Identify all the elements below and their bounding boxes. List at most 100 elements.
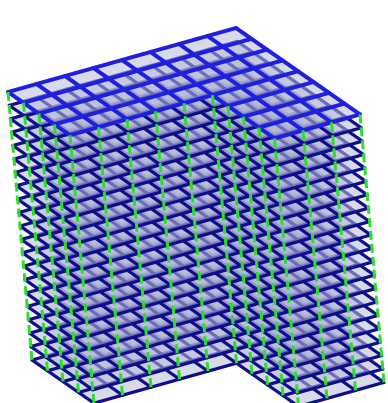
beam[interactable] [38,288,58,303]
beam[interactable] [81,106,114,119]
beam[interactable] [313,254,346,266]
beam[interactable] [58,189,78,204]
beam[interactable] [63,74,83,89]
beam[interactable] [52,122,72,138]
beam[interactable] [86,326,119,338]
beam[interactable] [182,93,215,106]
beam[interactable] [157,141,190,153]
beam[interactable] [174,329,206,341]
beam[interactable] [94,87,127,100]
beam[interactable] [225,254,244,269]
beam[interactable] [193,214,225,226]
beam[interactable] [106,224,139,236]
beam[interactable] [244,305,264,320]
beam[interactable] [252,235,272,250]
beam[interactable] [250,209,269,223]
beam[interactable] [24,128,44,142]
beam[interactable] [45,369,65,384]
beam[interactable] [270,273,290,288]
beam[interactable] [221,214,241,229]
beam[interactable] [114,318,147,330]
beam[interactable] [50,84,83,97]
column[interactable] [330,122,357,391]
beam[interactable] [298,90,331,103]
beam[interactable] [196,254,229,266]
beam[interactable] [307,187,340,199]
column[interactable] [257,127,285,396]
beam[interactable] [171,302,204,314]
beam[interactable] [262,179,281,194]
beam[interactable] [273,300,292,315]
beam[interactable] [267,69,300,82]
beam[interactable] [312,241,344,253]
beam[interactable] [263,356,283,371]
beam[interactable] [263,193,283,207]
beam[interactable] [245,318,265,333]
beam[interactable] [42,165,61,180]
beam[interactable] [230,308,249,322]
beam[interactable] [221,44,241,60]
beam[interactable] [341,246,374,258]
beam[interactable] [275,155,307,167]
beam[interactable] [269,260,289,274]
column[interactable] [242,116,269,385]
beam[interactable] [61,216,81,231]
beam[interactable] [289,316,322,328]
beam[interactable] [314,109,334,125]
beam[interactable] [28,331,47,346]
beam[interactable] [117,345,149,357]
beam[interactable] [221,36,254,49]
beam[interactable] [50,259,70,274]
beam[interactable] [188,160,221,172]
beam[interactable] [166,82,199,95]
beam[interactable] [292,343,324,355]
beam[interactable] [264,206,284,221]
beam[interactable] [234,26,254,41]
beam[interactable] [287,289,319,301]
column[interactable] [182,103,210,372]
beam[interactable] [102,184,135,196]
beam[interactable] [232,171,252,186]
beam[interactable] [257,117,290,130]
beam[interactable] [8,117,28,132]
beam[interactable] [257,289,277,304]
beam[interactable] [74,192,107,204]
beam[interactable] [265,47,285,63]
beam[interactable] [151,79,171,95]
beam[interactable] [270,98,303,111]
beam[interactable] [20,251,40,266]
beam[interactable] [37,111,57,127]
beam[interactable] [76,390,96,403]
beam[interactable] [142,297,174,309]
beam[interactable] [136,230,168,242]
beam[interactable] [156,128,188,140]
beam[interactable] [129,149,161,161]
beam[interactable] [61,380,81,394]
beam[interactable] [169,275,202,287]
column[interactable] [358,114,386,383]
beam[interactable] [210,85,243,98]
beam[interactable] [212,106,231,122]
beam[interactable] [168,262,200,274]
beam[interactable] [228,131,248,146]
beam[interactable] [274,142,306,154]
beam[interactable] [78,84,98,100]
beam[interactable] [37,275,57,290]
beam[interactable] [38,125,58,140]
beam[interactable] [272,128,305,141]
beam[interactable] [175,342,208,354]
beam[interactable] [73,350,93,365]
beam[interactable] [30,358,50,373]
beam[interactable] [342,101,362,117]
beam[interactable] [52,286,72,301]
beam[interactable] [240,265,260,280]
beam[interactable] [155,114,187,127]
beam[interactable] [58,353,78,368]
beam[interactable] [179,71,199,87]
beam[interactable] [75,377,95,392]
beam[interactable] [350,340,382,352]
beam[interactable] [166,90,186,106]
column[interactable] [226,105,254,375]
beam[interactable] [228,294,248,309]
beam[interactable] [31,208,51,223]
